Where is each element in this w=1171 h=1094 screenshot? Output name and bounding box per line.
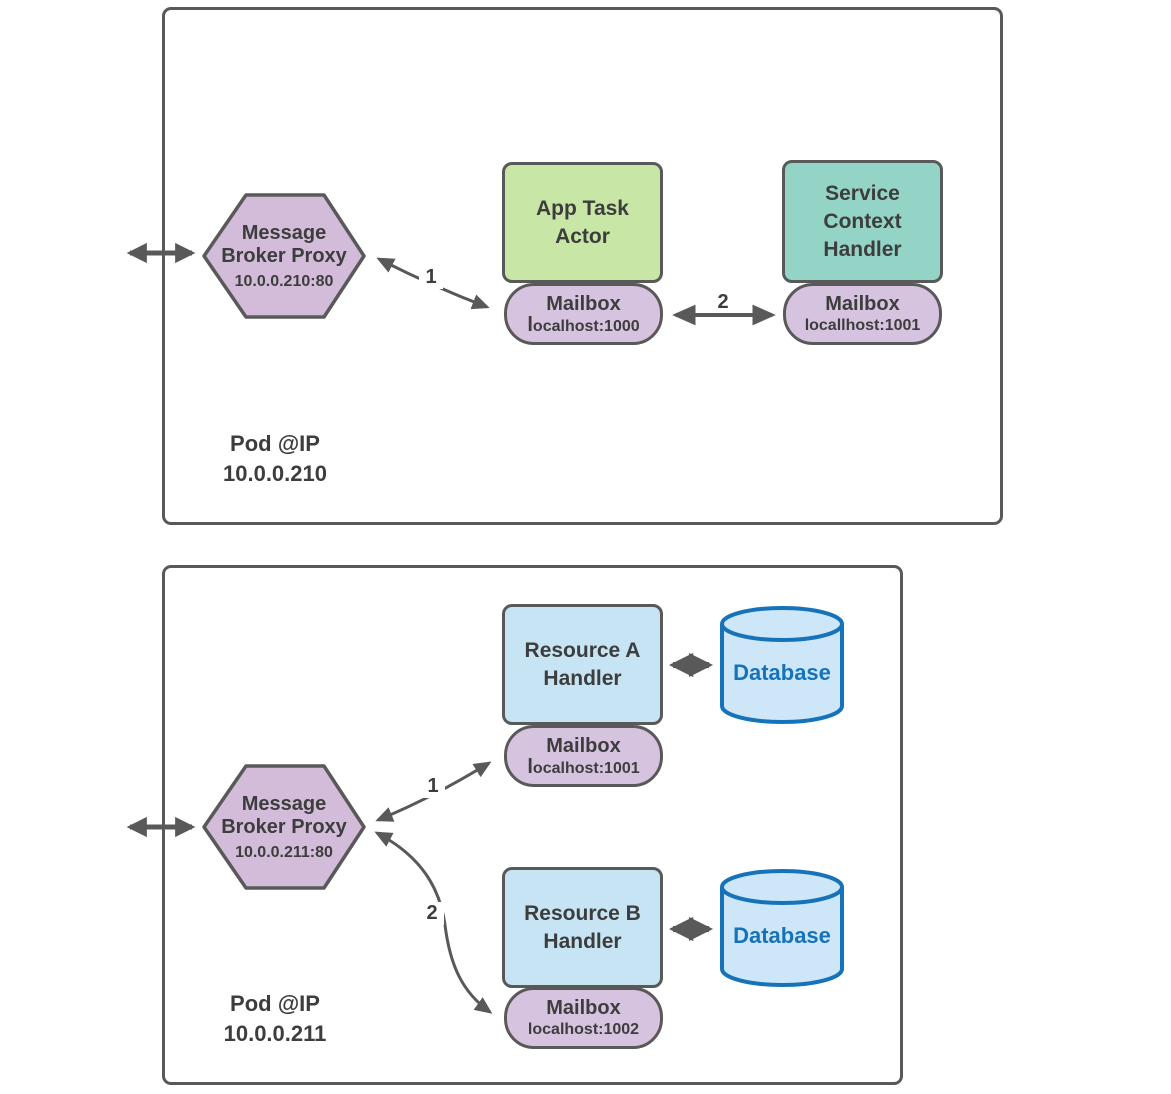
- pod-2-label: Pod @IP 10.0.0.211: [223, 991, 327, 1046]
- resource-a-handler-box: Resource A Handler: [502, 604, 663, 725]
- database-a-cylinder: Database: [719, 604, 845, 728]
- arrow-label-2-pod1: 2: [717, 291, 729, 313]
- service-context-handler-mailbox: Mailbox locallhost:1001: [783, 283, 942, 345]
- pod-2-message-broker-proxy: Message Broker Proxy 10.0.0.211:80: [200, 762, 368, 892]
- arrow-label-2-pod2: 2: [420, 902, 444, 925]
- mailbox-address: localhost:1001: [527, 755, 640, 778]
- arrow-label-1-pod2: 1: [421, 775, 445, 798]
- service-context-handler-box: Service Context Handler: [782, 160, 943, 283]
- resource-b-handler-mailbox: Mailbox localhost:1002: [504, 987, 663, 1049]
- mailbox-address: locallhost:1001: [804, 317, 921, 334]
- pod-2-broker-address: 10.0.0.211:80: [235, 844, 333, 861]
- hexagon-shape: [202, 764, 366, 890]
- database-b-cylinder: Database: [719, 867, 845, 991]
- pod-2-broker-name: Message Broker Proxy: [221, 793, 347, 838]
- mailbox-label: Mailbox: [546, 997, 621, 1019]
- mailbox-label: Mailbox: [546, 292, 621, 315]
- resource-b-handler-box: Resource B Handler: [502, 867, 663, 988]
- database-cylinder-shape: [720, 869, 844, 987]
- mailbox-label: Mailbox: [825, 293, 900, 315]
- app-task-actor-box: App Task Actor: [502, 162, 663, 283]
- resource-a-handler-mailbox: Mailbox localhost:1001: [504, 725, 663, 787]
- mailbox-address: localhost:1000: [527, 313, 640, 336]
- app-task-actor-mailbox: Mailbox localhost:1000: [504, 283, 663, 345]
- database-b-label: Database: [733, 923, 831, 948]
- database-a-label: Database: [733, 660, 831, 685]
- pod-1-message-broker-proxy: Message Broker Proxy 10.0.0.210:80: [200, 191, 368, 321]
- hexagon-shape: [202, 193, 366, 319]
- database-cylinder-shape: [720, 606, 844, 724]
- pod-1-broker-address: 10.0.0.210:80: [234, 273, 334, 290]
- pod-1-label: Pod @IP 10.0.0.210: [223, 431, 327, 486]
- arrow-label-1-pod1: 1: [419, 266, 443, 289]
- pod-1-broker-name: Message Broker Proxy: [221, 222, 347, 267]
- mailbox-label: Mailbox: [546, 734, 621, 757]
- mailbox-address: localhost:1002: [527, 1021, 640, 1038]
